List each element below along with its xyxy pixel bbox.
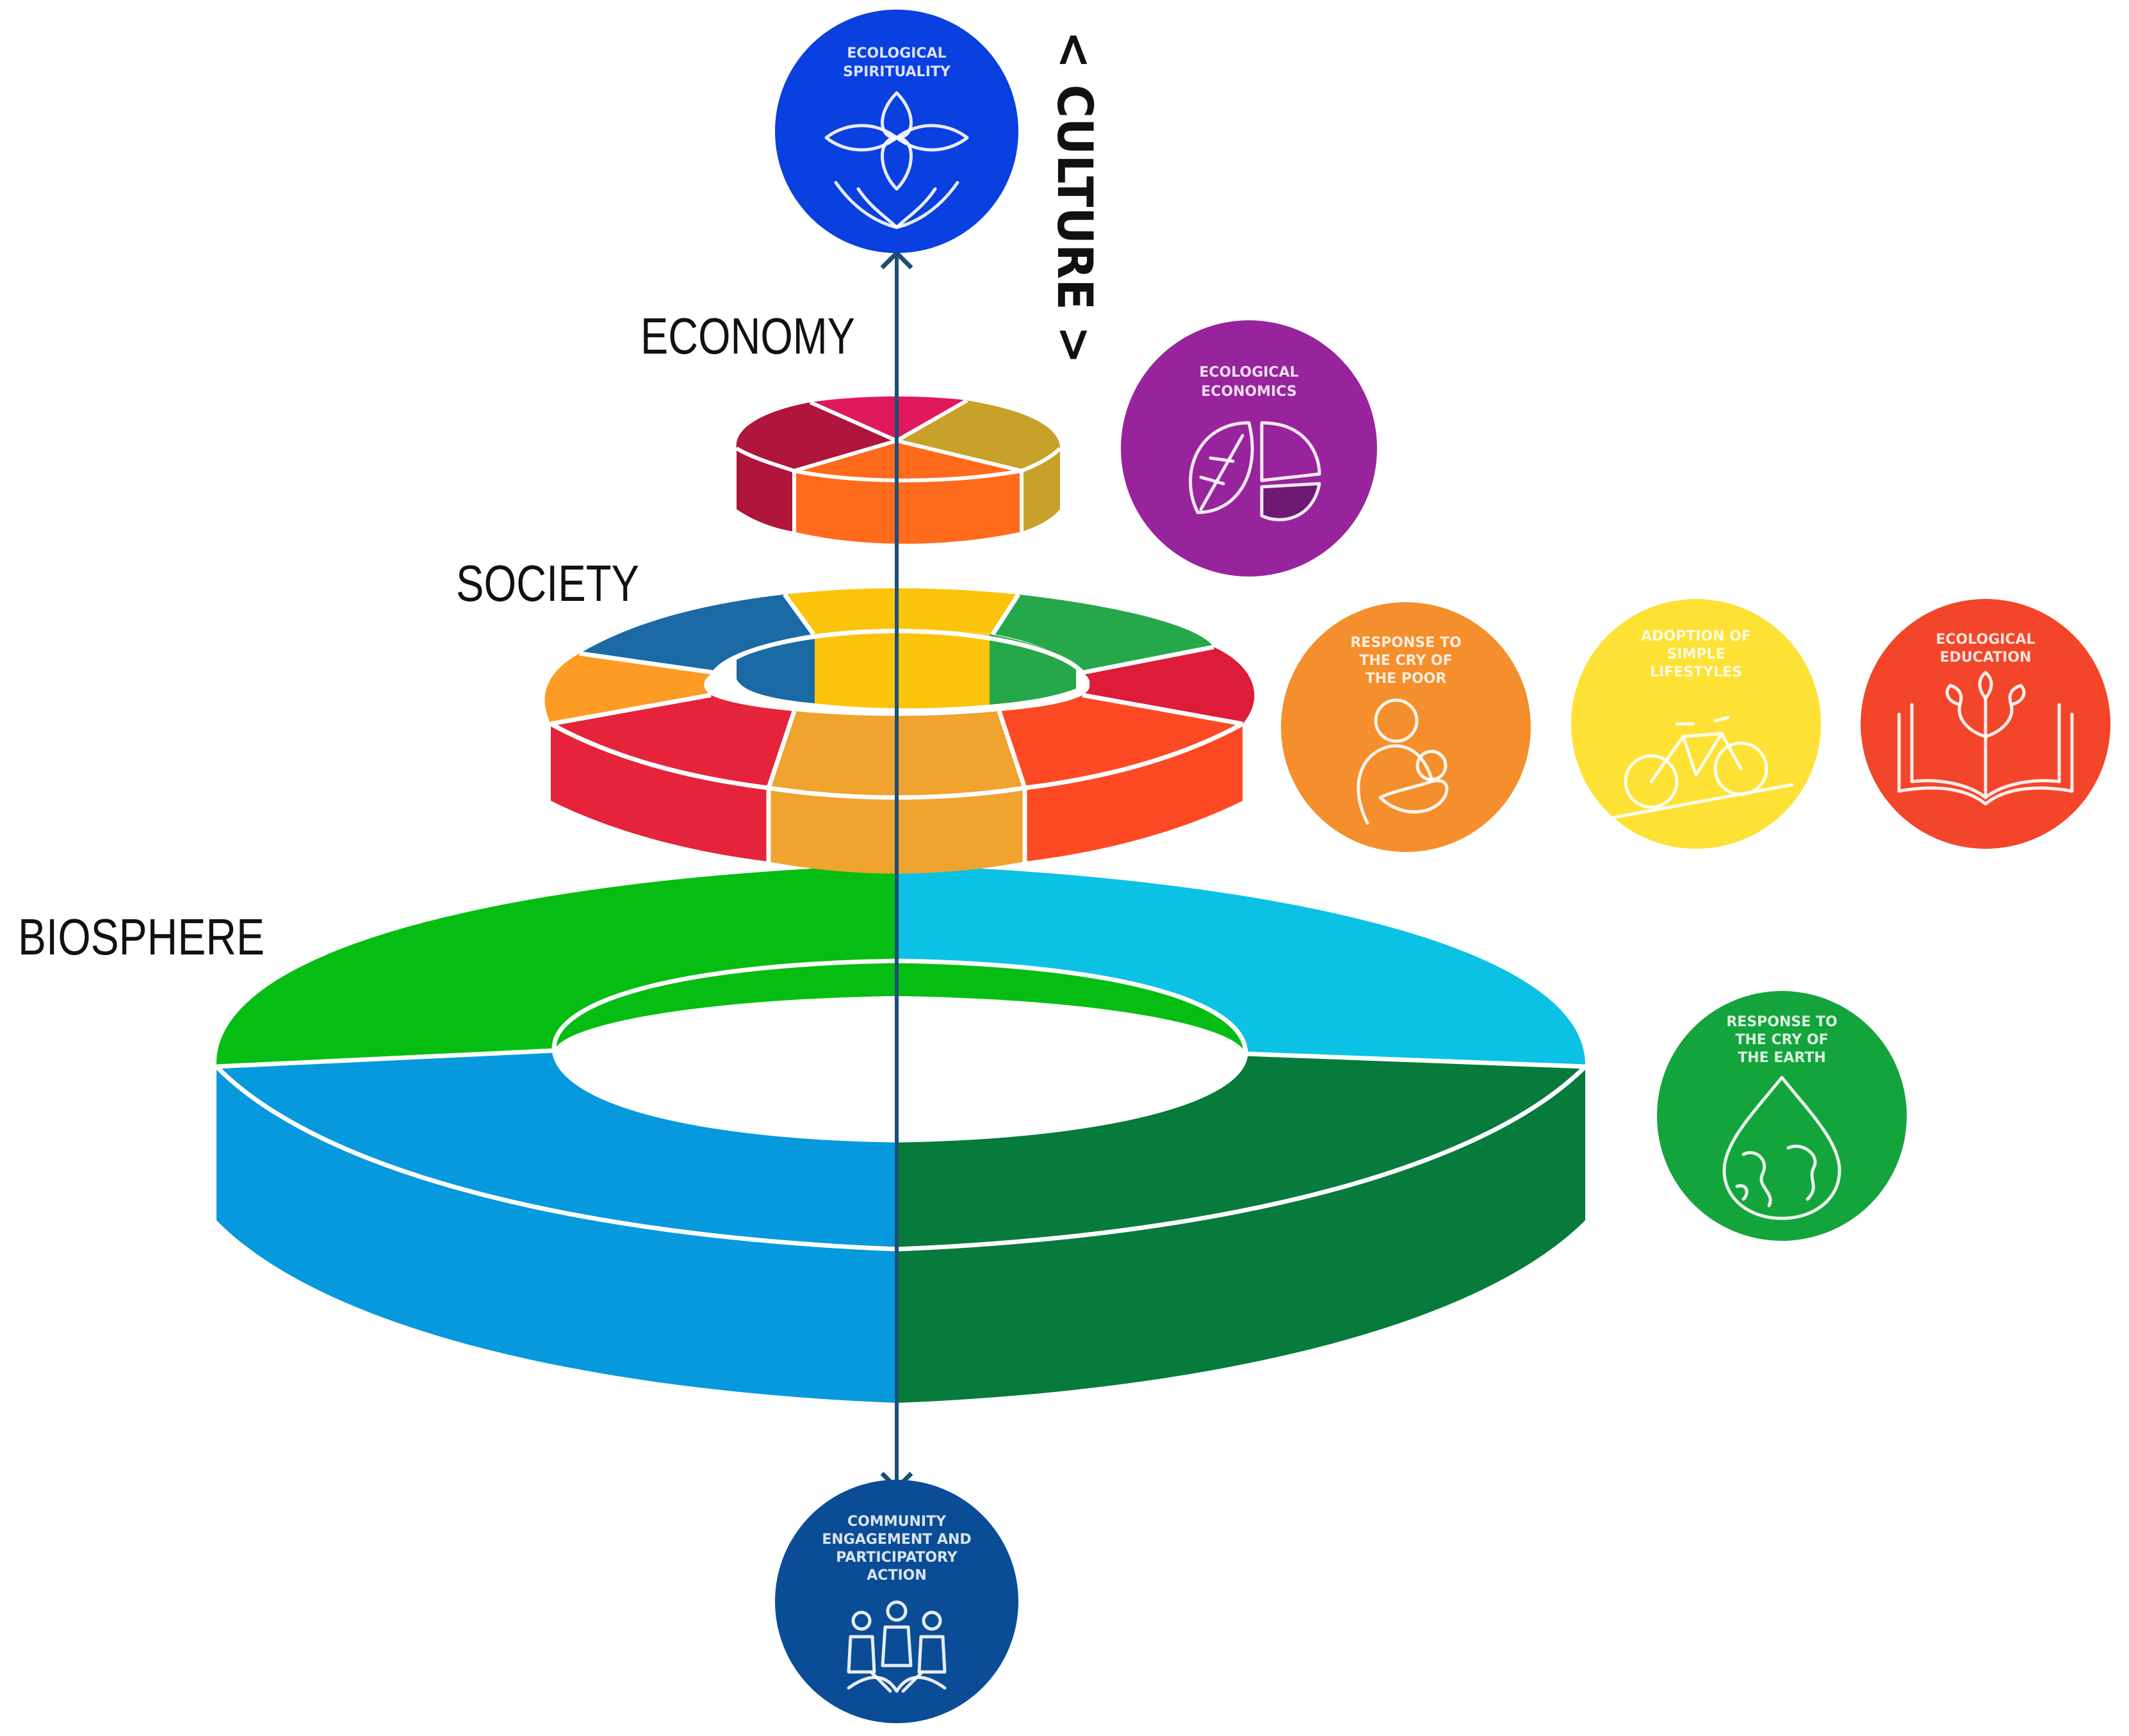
economy-label: ECONOMY — [640, 307, 855, 364]
society-side-1 — [551, 724, 769, 862]
badge-response-to-the-cry-of-the-earth: RESPONSE TO THE CRY OF THE EARTH — [1657, 991, 1907, 1241]
badge-line-2: THE CRY OF — [1735, 1032, 1828, 1048]
society-ring — [544, 588, 1255, 874]
badge-adoption-of-simple-lifestyles: ADOPTION OF SIMPLE LIFESTYLES — [1571, 599, 1821, 849]
badge-line-1: COMMUNITY — [847, 1514, 947, 1530]
economy-side-left — [737, 448, 794, 532]
badge-circle — [1657, 991, 1907, 1241]
badge-ecological-education: ECOLOGICAL EDUCATION — [1861, 599, 2110, 849]
badge-line-2: THE CRY OF — [1359, 653, 1452, 669]
badge-community-engagement: COMMUNITY ENGAGEMENT AND PARTICIPATORY A… — [775, 1480, 1018, 1723]
society-top-seg-1 — [785, 588, 1018, 634]
badge-line-2: SPIRITUALITY — [843, 64, 951, 80]
bicycle-icon — [1598, 716, 1794, 822]
badge-line-1: RESPONSE TO — [1350, 635, 1461, 651]
biosphere-side-right — [897, 1067, 1585, 1403]
badge-circle — [1121, 320, 1377, 577]
mother-child-icon — [1357, 698, 1449, 825]
biosphere-ring — [215, 865, 1587, 1403]
badge-line-3: PARTICIPATORY — [836, 1550, 958, 1566]
society-inner-yellow — [815, 629, 990, 708]
lotus-icon — [824, 91, 969, 229]
badge-line-3: THE POOR — [1366, 671, 1447, 687]
society-top-seg-2 — [993, 594, 1214, 673]
economy-disc — [735, 396, 1062, 544]
society-top-seg-8 — [580, 594, 813, 673]
badge-line-1: RESPONSE TO — [1726, 1014, 1837, 1030]
economy-top-front — [794, 441, 1022, 480]
people-icon — [847, 1600, 947, 1693]
badge-circle — [1281, 602, 1531, 852]
society-label: SOCIETY — [456, 555, 639, 612]
economy-top-left — [736, 402, 897, 471]
society-inner-green — [990, 634, 1076, 705]
society-top-seg-7 — [544, 653, 714, 724]
book-tree-icon — [1897, 671, 2074, 806]
badge-line-2: ENGAGEMENT AND — [822, 1532, 971, 1548]
economy-side-front — [794, 471, 1022, 544]
society-top-seg-4 — [999, 695, 1243, 788]
biosphere-label: BIOSPHERE — [18, 908, 265, 965]
badge-line-1: ECOLOGICAL — [847, 45, 946, 61]
earth-drop-icon — [1722, 1076, 1841, 1220]
biosphere-inner-wall — [553, 961, 1246, 1054]
badge-circle — [775, 10, 1018, 253]
badge-line-3: LIFESTYLES — [1650, 664, 1742, 680]
badge-line-2: SIMPLE — [1667, 646, 1725, 662]
society-side-3 — [1025, 724, 1243, 862]
badge-response-to-the-cry-of-the-poor: RESPONSE TO THE CRY OF THE POOR — [1281, 602, 1531, 852]
biosphere-side-left — [216, 1067, 897, 1403]
badge-line-4: ACTION — [867, 1568, 926, 1584]
badge-ecological-economics: ECOLOGICAL ECONOMICS — [1121, 320, 1377, 577]
biosphere-top-left-back — [216, 865, 897, 1067]
society-top-seg-6 — [551, 695, 794, 788]
economy-side-right — [1022, 448, 1060, 532]
biosphere-hole — [554, 996, 1246, 1140]
badge-line-1: ECOLOGICAL — [1199, 364, 1298, 381]
biosphere-top-right-back — [897, 865, 1586, 1067]
badge-line-1: ADOPTION OF — [1641, 628, 1751, 644]
biosphere-top-right-front — [897, 1054, 1585, 1249]
badge-ecological-spirituality: ECOLOGICAL SPIRITUALITY — [775, 10, 1018, 253]
badge-line-3: THE EARTH — [1738, 1050, 1826, 1066]
badge-line-2: EDUCATION — [1940, 650, 2032, 666]
economy-top-back — [810, 396, 967, 441]
badge-line-2: ECONOMICS — [1201, 384, 1296, 400]
biosphere-top-left-front — [216, 1051, 897, 1249]
leaf-pie-icon — [1189, 421, 1321, 521]
badge-line-1: ECOLOGICAL — [1936, 632, 2035, 648]
culture-label: < CULTURE > — [1047, 31, 1104, 364]
